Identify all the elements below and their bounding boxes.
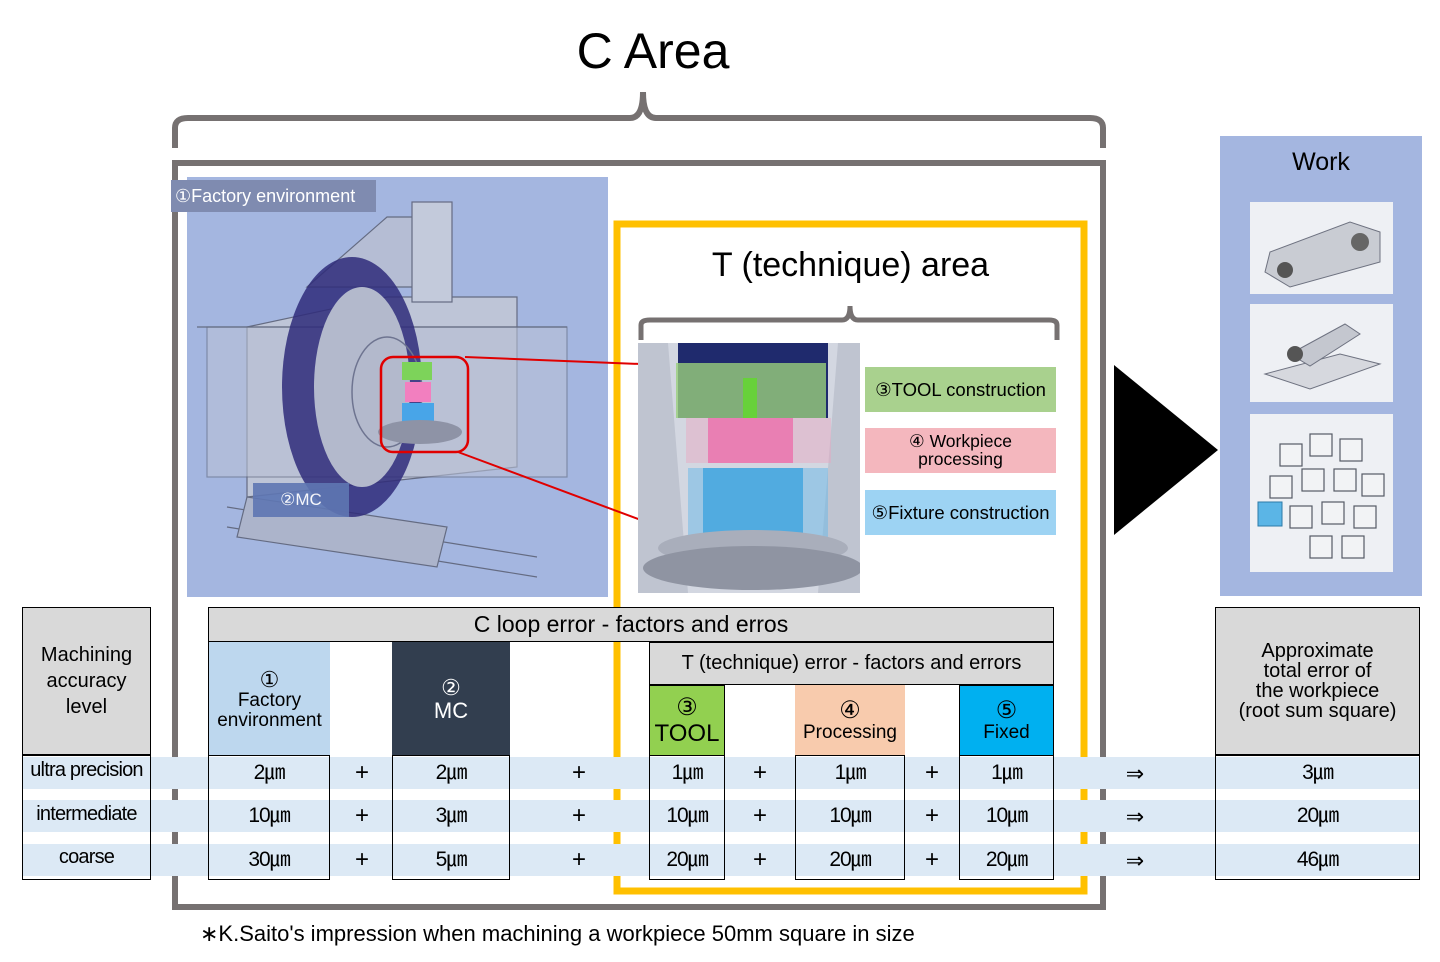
total-error-header: Approximate total error of the workpiece… xyxy=(1215,607,1420,755)
factor-fixed-header: ⑤ Fixed xyxy=(959,685,1054,756)
result-arrow-icon: ⇒ xyxy=(1125,761,1145,786)
value-mc-row2: 3㎛ xyxy=(435,804,468,827)
value-processing-row3: 20㎛ xyxy=(829,848,871,871)
col-factory xyxy=(208,755,330,880)
c-area-title: C Area xyxy=(576,23,730,79)
t-error-header: T (technique) error - factors and errors xyxy=(649,642,1054,685)
workpiece-processing-label: ④ Workpiece processing xyxy=(865,428,1056,473)
level-intermediate: intermediate xyxy=(36,803,137,825)
factor-tool-label: TOOL xyxy=(654,719,720,747)
c-area-brace xyxy=(172,91,1106,148)
t-area-title: T (technique) area xyxy=(711,246,990,284)
col-tool xyxy=(649,755,725,880)
work-title: Work xyxy=(1292,148,1350,176)
value-tool-row3: 20㎛ xyxy=(666,848,708,871)
work-part-image-2 xyxy=(1250,304,1393,402)
total-error-header-text: Approximate total error of the workpiece… xyxy=(1238,640,1397,722)
value-factory-row1: 2㎛ xyxy=(253,761,286,784)
plus-sign: + xyxy=(752,802,767,829)
col-fixed xyxy=(959,755,1054,880)
plus-sign: + xyxy=(924,802,939,829)
plus-sign: + xyxy=(571,846,586,873)
zoomed-spindle-illustration xyxy=(638,343,860,593)
value-factory-row3: 30㎛ xyxy=(248,848,290,871)
factor-factory-label: Factory environment xyxy=(217,689,322,731)
work-panel: Work xyxy=(1220,136,1422,596)
value-factory-row2: 10㎛ xyxy=(248,804,290,827)
factor-mc-label: MC xyxy=(433,698,469,723)
col-total xyxy=(1215,755,1420,880)
value-processing-row1: 1㎛ xyxy=(834,761,867,784)
factor-tool-num: ③ xyxy=(676,694,698,722)
plus-sign: + xyxy=(354,802,369,829)
value-tool-row2: 10㎛ xyxy=(666,804,708,827)
value-tool-row1: 1㎛ xyxy=(671,761,704,784)
machining-accuracy-header-text: Machining accuracy level xyxy=(40,644,133,718)
result-arrow-icon: ⇒ xyxy=(1125,804,1145,829)
total-row2: 20㎛ xyxy=(1296,804,1339,827)
col-processing xyxy=(795,755,905,880)
col-mc xyxy=(392,755,510,880)
factor-mc-num: ② xyxy=(441,674,461,700)
factor-factory-num: ① xyxy=(259,666,280,692)
value-mc-row3: 5㎛ xyxy=(435,848,468,871)
factor-mc-header: ② MC xyxy=(392,642,510,756)
plus-sign: + xyxy=(924,759,939,786)
machining-accuracy-header: Machining accuracy level xyxy=(22,607,151,755)
mc-label: ②MC xyxy=(253,483,349,517)
value-fixed-row2: 10㎛ xyxy=(985,804,1028,827)
plus-sign: + xyxy=(752,846,767,873)
value-processing-row2: 10㎛ xyxy=(829,804,871,827)
work-part-image-1 xyxy=(1250,202,1393,294)
plus-sign: + xyxy=(924,846,939,873)
value-mc-row1: 2㎛ xyxy=(435,761,468,784)
t-area-frame xyxy=(613,220,1088,895)
work-part-image-3 xyxy=(1250,414,1393,572)
big-arrow-icon xyxy=(1114,365,1218,535)
t-error-header-text: T (technique) error - factors and errors xyxy=(681,652,1022,674)
row-band-coarse xyxy=(22,844,1420,876)
tool-workpiece-fixture-image xyxy=(638,343,860,593)
tool-construction-label: ③TOOL construction xyxy=(865,367,1056,412)
row-band-intermediate xyxy=(22,800,1420,832)
fixture-construction-label: ⑤Fixture construction xyxy=(865,490,1056,535)
plus-sign: + xyxy=(354,846,369,873)
value-fixed-row1: 1㎛ xyxy=(991,761,1023,784)
factor-fixed-num: ⑤ xyxy=(995,696,1018,724)
plus-sign: + xyxy=(571,802,586,829)
factor-processing-num: ④ xyxy=(839,696,861,724)
result-arrow-icon: ⇒ xyxy=(1125,848,1145,873)
level-ultra-precision: ultra precision xyxy=(30,759,143,781)
factor-tool-header: ③ TOOL xyxy=(649,685,725,756)
total-row1: 3㎛ xyxy=(1302,761,1334,784)
factor-processing-label: Processing xyxy=(803,722,897,744)
level-column xyxy=(22,755,151,880)
row-band-ultra xyxy=(22,757,1420,789)
factory-environment-label: ①Factory environment xyxy=(171,180,376,212)
factor-factory-header: ① Factory environment xyxy=(208,642,330,756)
c-area-frame xyxy=(172,160,1106,910)
zoom-region-highlight xyxy=(379,355,470,454)
level-coarse: coarse xyxy=(58,846,115,868)
factor-processing-header: ④ Processing xyxy=(795,685,905,756)
value-fixed-row3: 20㎛ xyxy=(985,848,1028,871)
plus-sign: + xyxy=(752,759,767,786)
t-area-brace xyxy=(638,305,1060,340)
total-row3: 46㎛ xyxy=(1296,848,1339,871)
c-loop-header: C loop error - factors and erros xyxy=(208,607,1054,642)
c-loop-header-text: C loop error - factors and erros xyxy=(473,611,789,638)
footnote: ∗K.Saito's impression when machining a w… xyxy=(200,921,915,946)
factor-fixed-label: Fixed xyxy=(983,722,1030,744)
plus-sign: + xyxy=(571,759,586,786)
plus-sign: + xyxy=(354,759,369,786)
